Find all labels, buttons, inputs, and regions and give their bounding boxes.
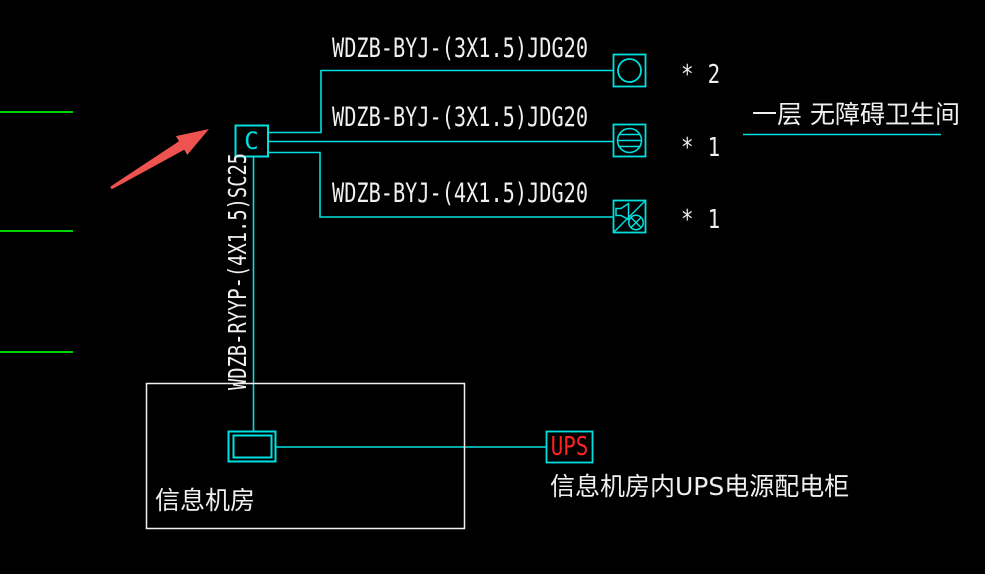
branch-2-count: * 1 (681, 133, 721, 163)
branch-1-count: * 2 (681, 60, 721, 90)
branch-3-count: * 1 (681, 205, 721, 235)
ups-box-label: UPS (546, 431, 593, 463)
branch-3-cable-label: WDZB-BYJ-(4X1.5)JDG20 (332, 178, 589, 209)
branch-1-wire (268, 69, 613, 134)
branch-2-cable-label: WDZB-BYJ-(3X1.5)JDG20 (332, 102, 589, 133)
distribution-box (227, 430, 277, 463)
riser-cable-label: WDZB-RYYP-(4X1.5)SC25 (223, 152, 252, 390)
junction-letter: C (235, 125, 268, 157)
branch-3-wire (268, 151, 613, 218)
ups-box-label-text: UPS (550, 432, 589, 462)
sound-light-alarm-icon (612, 199, 647, 234)
exhaust-fan-icon (612, 123, 647, 158)
room-outline (145, 382, 466, 530)
lamp-glyph (628, 214, 644, 231)
red-annotation-arrow (110, 129, 209, 190)
ceiling-light-icon (612, 53, 647, 88)
ups-caption: 信息机房内UPS电源配电柜 (550, 472, 850, 501)
destination-label: 一层 无障碍卫生间 (752, 100, 960, 129)
branch-1-cable-label: WDZB-BYJ-(3X1.5)JDG20 (332, 33, 589, 64)
circuit-wiring (252, 69, 941, 448)
junction-box (234, 124, 269, 158)
ups-box (545, 430, 594, 464)
room-label: 信息机房 (155, 486, 256, 515)
speaker-glyph (615, 202, 630, 221)
junction-letter-text: C (244, 127, 259, 155)
reference-lines (0, 111, 73, 353)
